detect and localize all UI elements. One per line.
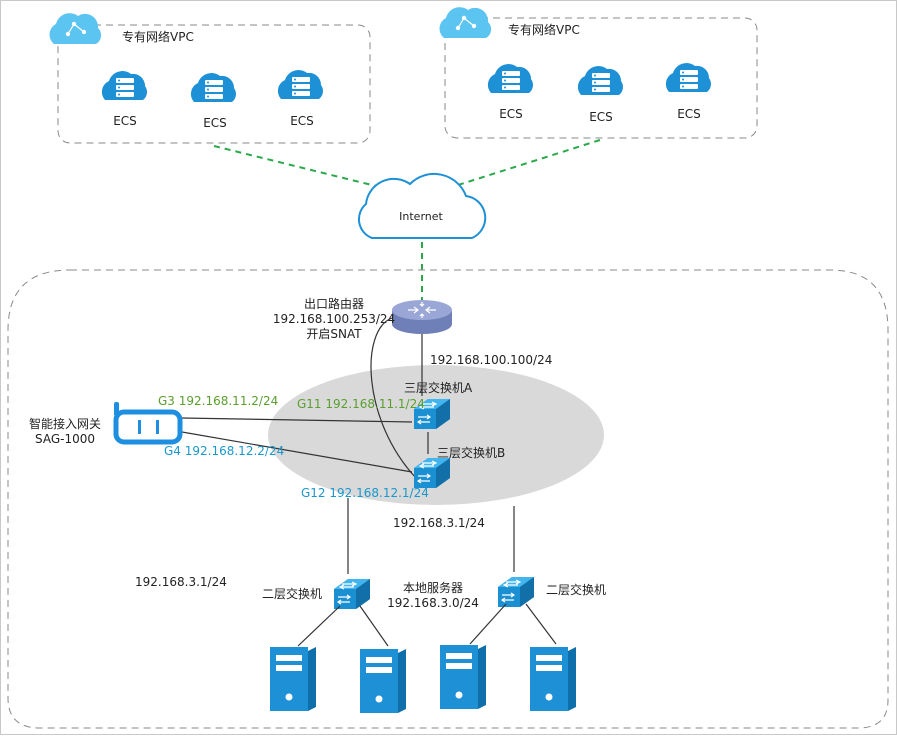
ecs-label: ECS (589, 110, 613, 124)
vpc-cloud-icon (48, 12, 102, 45)
ecs-icon (577, 66, 623, 95)
l2-switch-right-icon (497, 576, 535, 608)
internet-cloud-icon (357, 172, 487, 239)
switch-a-port: G11 192.168.11.1/24 (297, 397, 425, 411)
ecs-icon (665, 63, 711, 92)
ecs-icon (101, 71, 147, 100)
server-link (469, 603, 507, 645)
ecs-label: ECS (290, 114, 314, 128)
vpc-box-left (57, 24, 371, 144)
router-downlink-ip: 192.168.100.100/24 (430, 353, 552, 367)
lower-left-ip: 192.168.3.1/24 (135, 575, 227, 589)
switch-b-port: G12 192.168.12.1/24 (301, 486, 429, 500)
router-ip: 192.168.100.253/24 (273, 312, 395, 326)
l2-switch-left-icon (333, 578, 371, 610)
ecs-label: ECS (203, 116, 227, 130)
sag-port-g3: G3 192.168.11.2/24 (158, 394, 278, 408)
ecs-label: ECS (113, 114, 137, 128)
vpc-internet-link (457, 139, 601, 186)
server-icon (360, 649, 406, 713)
switch-b-label: 三层交换机B (437, 445, 505, 460)
vpc-right-title: 专有网络VPC (508, 22, 580, 37)
server-label: 本地服务器 (403, 580, 463, 595)
server-link (525, 603, 557, 645)
vpc-cloud-icon (438, 6, 492, 39)
server-icon (530, 647, 576, 711)
internet-label: Internet (399, 210, 443, 223)
sag-port-g4: G4 192.168.12.2/24 (164, 444, 284, 458)
server-icon (440, 645, 486, 709)
sag-device-icon (113, 402, 183, 445)
router-snat: 开启SNAT (306, 327, 362, 341)
l2-switch-right-label: 二层交换机 (546, 582, 606, 597)
switch-a-label: 三层交换机A (404, 380, 473, 395)
router-switch-b-link (370, 317, 417, 479)
onpremise-boundary (7, 269, 889, 729)
ecs-label: ECS (499, 107, 523, 121)
vpc-internet-link (213, 145, 393, 191)
sag-label: 智能接入网关 (29, 416, 101, 431)
l2-switch-left-label: 二层交换机 (262, 586, 322, 601)
server-icon (270, 647, 316, 711)
sag-g3-link (181, 417, 413, 423)
server-link (359, 605, 389, 647)
vpc-left-title: 专有网络VPC (122, 29, 194, 44)
ecs-icon (277, 70, 323, 99)
sag-model: SAG-1000 (35, 432, 95, 446)
ecs-icon (190, 73, 236, 102)
router-label: 出口路由器 (304, 296, 364, 311)
ecs-label: ECS (677, 107, 701, 121)
lower-mid-ip: 192.168.3.1/24 (393, 516, 485, 530)
server-link (297, 605, 341, 647)
server-subnet: 192.168.3.0/24 (387, 596, 479, 610)
sag-g4-link (181, 431, 413, 473)
vpc-box-right (444, 17, 758, 139)
router-icon (392, 300, 452, 334)
core-area-ellipse (268, 365, 604, 505)
ecs-icon (487, 64, 533, 93)
